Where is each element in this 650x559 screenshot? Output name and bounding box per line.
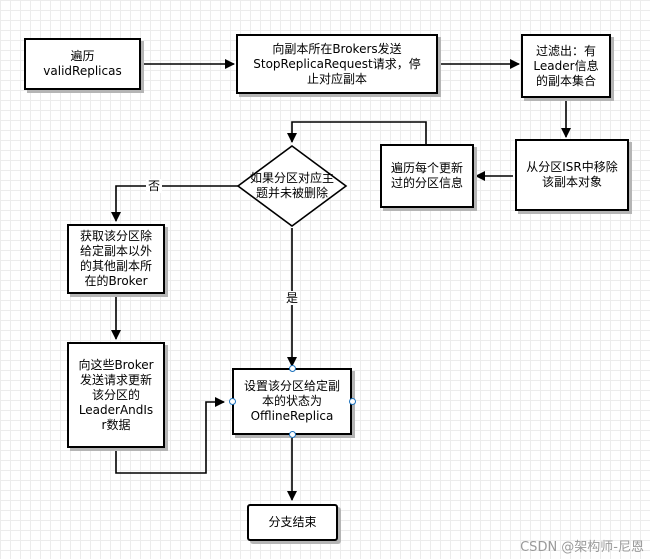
node-send-stop-replica: 向副本所在Brokers发送 StopReplicaRequest请求，停 止对… xyxy=(236,34,438,94)
node-traverse-valid-replicas-text: 遍历 validReplicas xyxy=(43,49,122,78)
connection-handle-left[interactable] xyxy=(229,398,236,405)
edge-label-yes: 是 xyxy=(284,291,301,305)
node-filter-leader-replicas: 过滤出：有 Leader信息 的副本集合 xyxy=(521,34,611,98)
node-get-other-replicas: 获取该分区除 给定副本以外 的其他副本所 在的Broker xyxy=(67,224,165,294)
node-filter-leader-replicas-text: 过滤出：有 Leader信息 的副本集合 xyxy=(533,43,599,88)
node-send-leaderandisr-update: 向这些Broker 发送请求更新 该分区的 LeaderAndIs r数据 xyxy=(67,342,165,448)
connection-handle-bottom[interactable] xyxy=(289,431,296,438)
node-branch-end: 分支结束 xyxy=(247,504,338,541)
node-set-offline-replica-text: 设置该分区给定副 本的状态为 OfflineReplica xyxy=(243,379,340,423)
node-get-other-replicas-text: 获取该分区除 给定副本以外 的其他副本所 在的Broker xyxy=(79,229,152,288)
edge-traverse-updated-to-decision xyxy=(287,121,427,144)
node-send-stop-replica-text: 向副本所在Brokers发送 StopReplicaRequest请求，停 止对… xyxy=(253,41,421,86)
edge-decision-no xyxy=(111,185,238,222)
node-traverse-updated-partitions-text: 遍历每个更新 过的分区信息 xyxy=(390,161,463,190)
node-traverse-updated-partitions: 遍历每个更新 过的分区信息 xyxy=(380,144,474,208)
decision-text: 如果分区对应主 题并未被删除 xyxy=(249,171,334,200)
edge-send-update-to-set-offline xyxy=(115,397,225,474)
node-remove-from-isr-text: 从分区ISR中移除 该副本对象 xyxy=(526,160,618,189)
edge-label-no: 否 xyxy=(146,179,163,193)
node-remove-from-isr: 从分区ISR中移除 该副本对象 xyxy=(515,139,629,211)
watermark: CSDN @架构师-尼恩 xyxy=(520,540,644,555)
node-set-offline-replica: 设置该分区给定副 本的状态为 OfflineReplica xyxy=(232,368,352,435)
connection-handle-right[interactable] xyxy=(349,398,356,405)
connection-handle-top[interactable] xyxy=(289,365,296,372)
decision-diamond xyxy=(236,145,348,227)
node-traverse-valid-replicas: 遍历 validReplicas xyxy=(24,38,141,90)
node-send-leaderandisr-update-text: 向这些Broker 发送请求更新 该分区的 LeaderAndIs r数据 xyxy=(78,357,154,432)
node-branch-end-text: 分支结束 xyxy=(268,515,317,529)
